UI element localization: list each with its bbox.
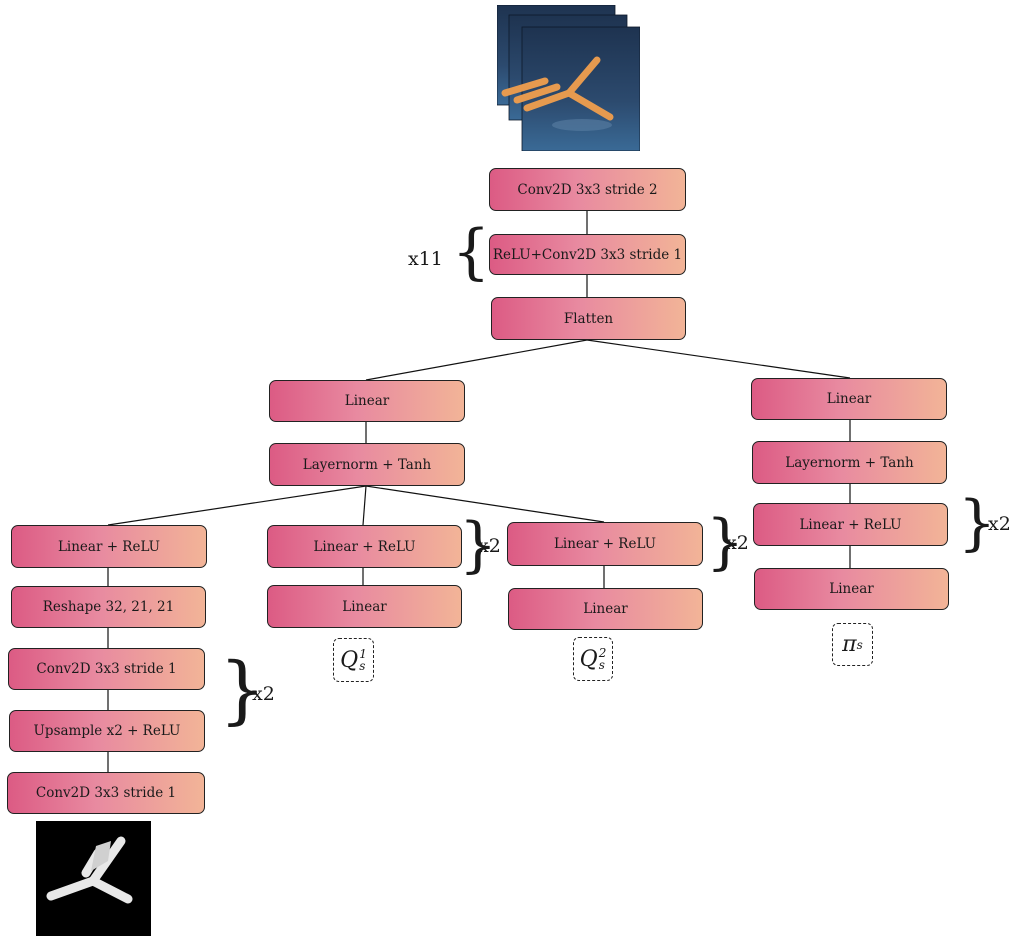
decoder-conv-layer: Conv2D 3x3 stride 1 [8,648,205,690]
decoder-final-conv-label: Conv2D 3x3 stride 1 [35,785,177,801]
q1-symbol: Q [340,647,359,673]
actor-linear-relu-label: Linear + ReLU [799,516,902,533]
actor-repeat-count: x2 [988,513,1011,535]
reshape-layer: Reshape 32, 21, 21 [11,586,206,628]
q2-linear-layer: Linear [508,588,703,630]
decoder-final-conv-layer: Conv2D 3x3 stride 1 [7,772,205,814]
q1-output-symbol: Q 1 s [333,638,374,682]
relu-conv-layer: ReLU+Conv2D 3x3 stride 1 [489,234,686,275]
q2-repeat-count: x2 [726,532,749,554]
decoder-linear-relu-label: Linear + ReLU [57,538,161,555]
actor-repeat-brace: } [958,488,997,558]
q2-sub: s [598,657,605,672]
conv-repeat-brace: { [452,217,491,287]
q2-linear-relu-layer: Linear + ReLU [507,522,703,566]
actor-symbol: π [842,632,857,657]
q1-repeat-brace: } [459,510,498,580]
critic-linear-label: Linear [344,393,390,409]
q1-linear-layer: Linear [267,585,462,628]
conv-stride2-label: Conv2D 3x3 stride 2 [517,181,658,198]
q2-sup: 2 [598,645,607,660]
upsample-layer: Upsample x2 + ReLU [9,710,205,752]
actor-linear-relu-layer: Linear + ReLU [753,503,948,546]
q1-linear-label: Linear [342,598,387,615]
q2-linear-label: Linear [583,601,628,617]
actor-layernorm-label: Layernorm + Tanh [785,454,914,471]
decoder-conv-label: Conv2D 3x3 stride 1 [36,661,177,677]
q1-repeat-count: x2 [478,535,501,557]
q1-linear-relu-layer: Linear + ReLU [267,525,462,568]
reshape-label: Reshape 32, 21, 21 [42,599,175,615]
actor-sub: s [856,637,863,652]
actor-output-linear-label: Linear [829,581,874,597]
q1-sub: s [359,658,366,673]
q2-repeat-brace: } [706,507,745,577]
reconstructed-mask-image [36,821,151,936]
conv-repeat-count: x11 [408,248,443,270]
critic-layernorm-label: Layernorm + Tanh [302,456,432,473]
q1-linear-relu-label: Linear + ReLU [313,538,416,555]
q2-symbol: Q [579,646,598,672]
critic-layernorm-layer: Layernorm + Tanh [269,443,465,486]
decoder-repeat-count: x2 [252,683,275,705]
flatten-label: Flatten [563,310,614,327]
decoder-linear-relu-layer: Linear + ReLU [11,525,207,568]
conv-stride2-layer: Conv2D 3x3 stride 2 [489,168,686,211]
upsample-label: Upsample x2 + ReLU [33,723,181,739]
stacked-frames-image [497,5,640,151]
actor-linear-layer: Linear [751,378,947,420]
critic-linear-layer: Linear [269,380,465,422]
actor-linear-label: Linear [826,391,872,407]
q2-linear-relu-label: Linear + ReLU [553,536,657,552]
decoder-repeat-brace: } [219,647,267,733]
actor-output-linear-layer: Linear [754,568,949,610]
q2-output-symbol: Q 2 s [573,637,613,681]
actor-layernorm-layer: Layernorm + Tanh [752,441,947,484]
q1-sup: 1 [359,646,367,661]
flatten-layer: Flatten [491,297,686,340]
relu-conv-label: ReLU+Conv2D 3x3 stride 1 [492,246,683,263]
